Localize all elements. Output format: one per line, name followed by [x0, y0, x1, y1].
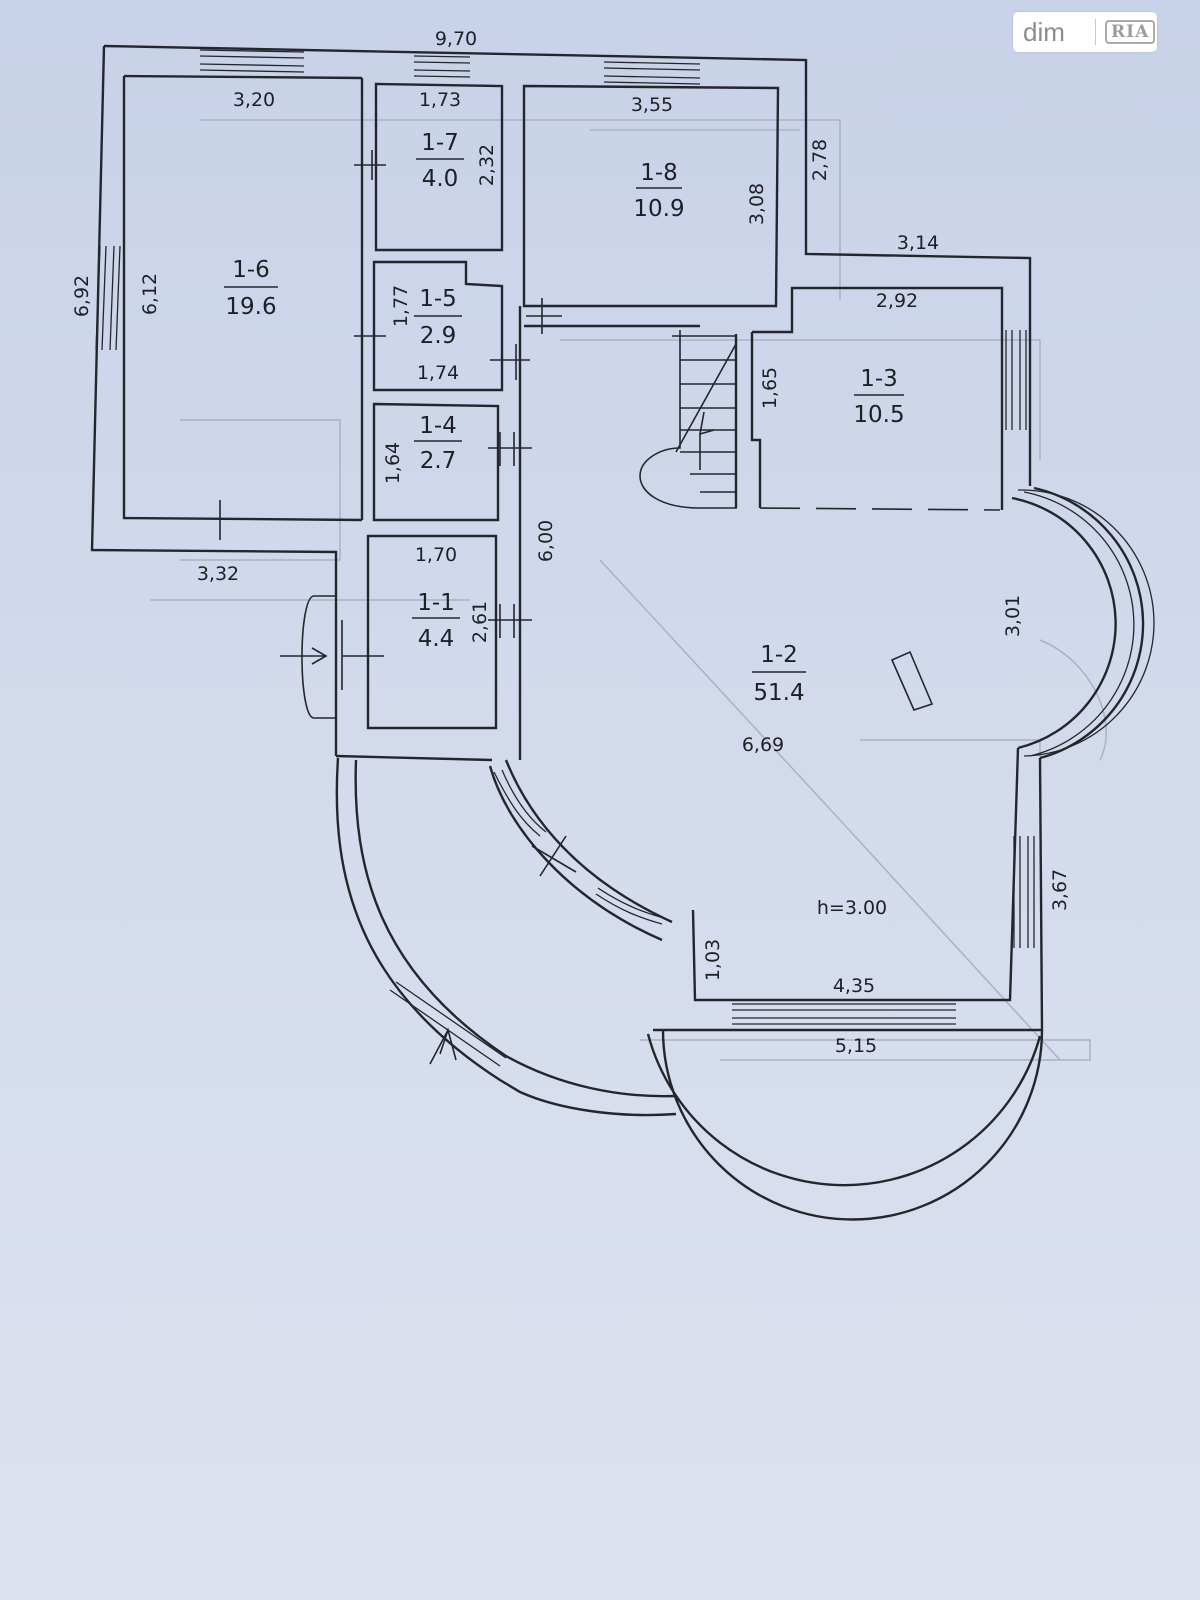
ghost-lines [150, 119, 1107, 1061]
outer-walls [90, 44, 1145, 1221]
dimension-label: 1,65 [759, 367, 781, 409]
room-1-4-id: 1-4 [419, 413, 457, 439]
dimension-label: 4,35 [833, 975, 875, 997]
room-1-2-area: 51.4 [753, 680, 804, 706]
dimension-label: 3,32 [197, 563, 239, 585]
dimension-label: 3,14 [897, 232, 939, 254]
watermark-divider [1095, 19, 1096, 45]
dimension-label: 2,92 [876, 290, 918, 312]
room-fraction-bars [224, 158, 904, 673]
room-1-3-area: 10.5 [853, 402, 904, 428]
dimension-label: 1,74 [417, 362, 459, 384]
dimension-label: 1,73 [419, 89, 461, 111]
staircase [639, 330, 737, 509]
watermark-text: dim [1023, 16, 1065, 47]
dimension-label: 1,03 [702, 939, 724, 981]
room-1-6-id: 1-6 [232, 257, 270, 283]
dimension-label: 3,67 [1049, 869, 1071, 911]
dimension-label: 6,92 [71, 275, 93, 317]
room-1-5-area: 2.9 [420, 323, 457, 349]
dimension-label: 1,70 [415, 544, 457, 566]
dimension-label: 2,61 [469, 601, 491, 643]
room-labels: 1-6 19.6 1-7 4.0 1-8 10.9 1-5 2.9 1-4 2.… [225, 130, 904, 706]
dimension-label: 2,32 [476, 144, 498, 186]
ceiling-height-label: h=3.00 [817, 897, 887, 919]
dimension-label: 3,55 [631, 94, 673, 116]
watermark-badge: dim RIA [1013, 12, 1157, 52]
dimension-label: 2,78 [809, 139, 831, 181]
dimension-label: 1,64 [382, 442, 404, 484]
dimension-label: 3,01 [1002, 595, 1024, 637]
room-1-8-id: 1-8 [640, 160, 678, 186]
dimension-labels: 9,70 3,20 1,73 3,55 2,78 6,92 6,12 2,32 … [71, 28, 1071, 1057]
dimension-label: 3,20 [233, 89, 275, 111]
dimension-label: 9,70 [435, 28, 477, 50]
room-1-6-area: 19.6 [225, 294, 276, 320]
room-1-2-id: 1-2 [760, 642, 798, 668]
room-1-7-id: 1-7 [421, 130, 459, 156]
room-1-3-id: 1-3 [860, 366, 898, 392]
room-1-1-id: 1-1 [417, 590, 455, 616]
ria-logo: RIA [1105, 20, 1156, 44]
door-marks [219, 150, 934, 1065]
dimension-label: 6,00 [535, 520, 557, 562]
dimension-label: 6,12 [139, 273, 161, 315]
windows [95, 49, 1155, 1067]
room-1-8-area: 10.9 [633, 196, 684, 222]
room-1-4-area: 2.7 [420, 448, 457, 474]
dimension-label: 5,15 [835, 1035, 877, 1057]
room-1-1-area: 4.4 [418, 626, 455, 652]
room-1-7-area: 4.0 [422, 166, 459, 192]
dimension-label: 1,77 [390, 285, 412, 327]
dimension-label: 3,08 [746, 183, 768, 225]
room-1-5-id: 1-5 [419, 286, 457, 312]
dimension-label: 6,69 [742, 734, 784, 756]
